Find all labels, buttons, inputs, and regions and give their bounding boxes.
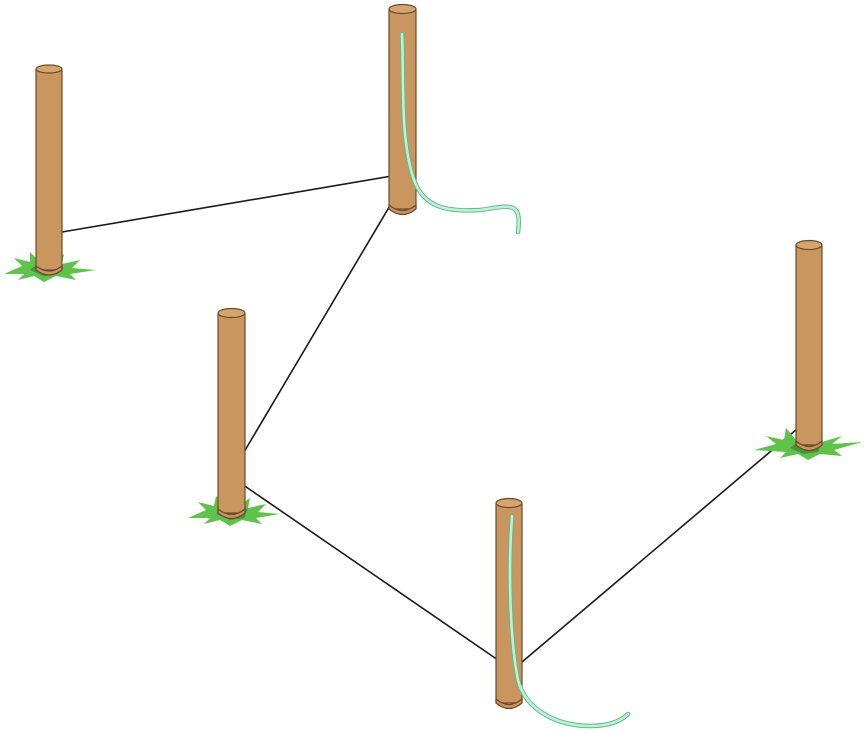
cord-bottom-center-to-right (521, 417, 811, 663)
garden-hose (399, 31, 521, 235)
post-top-center (388, 3, 521, 235)
post-right (754, 239, 862, 460)
cords-layer (61, 175, 811, 663)
cord-middle-left-to-bottom-center (235, 479, 499, 661)
post-top-left (4, 64, 96, 282)
cord-top-left-to-top-center (61, 175, 393, 233)
garden-hose (507, 513, 631, 729)
cord-top-center-to-middle-left (243, 181, 405, 453)
post-bottom-center (495, 497, 631, 729)
post-middle-left (188, 307, 280, 526)
